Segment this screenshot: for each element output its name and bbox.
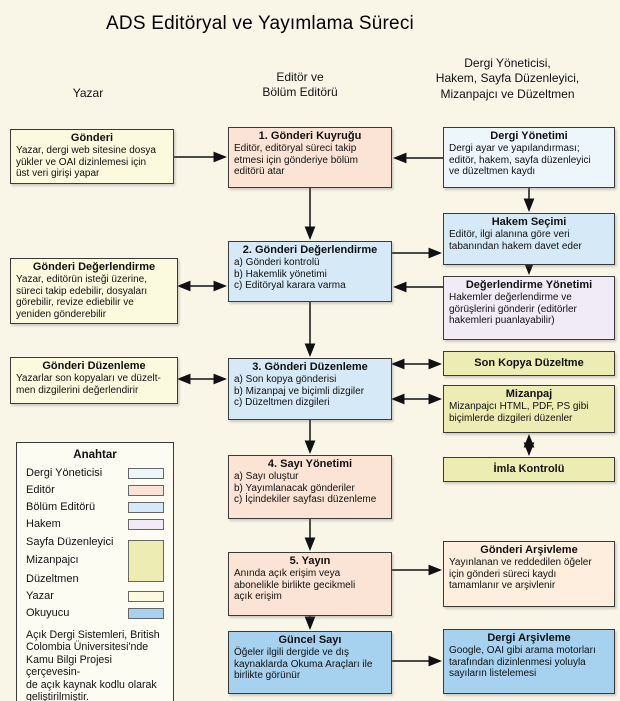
diagram-title: ADS Editöryal ve Yayımlama Süreci	[106, 13, 414, 34]
box-gonderi-title: Gönderi	[70, 132, 114, 144]
box-mizanpaj-body: Mizanpajcı HTML, PDF, PS gibi biçimlerde…	[449, 400, 589, 424]
box-dergi-yonetimi-body: Dergi ayar ve yapılandırması; editör, ha…	[449, 142, 591, 178]
box-dergi-arsivleme-body: Google, OAI gibi arama motorları tarafın…	[449, 644, 596, 680]
legend-swatch-editor	[128, 484, 164, 496]
box-yayin-title: 5. Yayın	[289, 555, 331, 567]
legend-footnote: Açık Dergi Sistemleri, British Colombia …	[26, 628, 160, 701]
box-gonderi-degerlendirme-sureci-title: 2. Gönderi Değerlendirme	[242, 244, 378, 256]
box-degerlendirme-yonetimi: Değerlendirme Yönetimi Hakemler değerlen…	[443, 276, 615, 340]
legend-swatch-bolum-editoru	[128, 502, 164, 514]
legend-title: Anahtar	[73, 449, 117, 461]
box-gonderi-body: Yazar, dergi web sitesine dosya yükler v…	[16, 144, 156, 180]
legend-swatch-yazar	[128, 590, 164, 602]
legend-row-dergi-yoneticisi: Dergi Yöneticisi	[26, 467, 164, 480]
legend-label-sayfa-duzenleyici: Sayfa Düzenleyici	[26, 535, 114, 548]
box-gonderi-arsivleme-body: Yayınlanan ve reddedilen öğeler için gön…	[449, 556, 592, 592]
box-degerlendirme-yonetimi-title: Değerlendirme Yönetimi	[465, 279, 593, 291]
box-guncel-sayi-body: Öğeler ilgili dergide ve dış kaynaklarda…	[234, 646, 373, 682]
box-sayi-yonetimi-title: 4. Sayı Yönetimi	[267, 458, 353, 470]
legend-box: Anahtar Dergi Yöneticisi Editör Bölüm Ed…	[16, 442, 174, 701]
legend-row-bolum-editoru: Bölüm Editörü	[26, 501, 164, 514]
box-gonderi: Gönderi Yazar, dergi web sitesine dosya …	[10, 129, 174, 184]
box-hakem-secimi: Hakem Seçimi Editör, ilgi alanına göre v…	[443, 213, 615, 265]
box-hakem-secimi-title: Hakem Seçimi	[491, 216, 567, 228]
box-gonderi-degerlendirme-yazar-title: Gönderi Değerlendirme	[32, 261, 156, 273]
box-yayin-body: Anında açık erişim veya abonelikle birli…	[234, 567, 356, 603]
box-gonderi-degerlendirme-yazar-body: Yazar, editörün isteği üzerine, süreci t…	[16, 273, 148, 320]
box-sayi-yonetimi: 4. Sayı Yönetimi a) Sayı oluştur b) Yayı…	[228, 455, 392, 519]
box-mizanpaj: Mizanpaj Mizanpajcı HTML, PDF, PS gibi b…	[443, 385, 615, 433]
box-yayin: 5. Yayın Anında açık erişim veya aboneli…	[228, 552, 392, 616]
box-dergi-yonetimi-title: Dergi Yönetimi	[490, 130, 568, 142]
box-degerlendirme-yonetimi-body: Hakemler değerlendirme ve görüşlerini gö…	[449, 291, 577, 327]
legend-label-okuyucu: Okuyucu	[26, 607, 70, 620]
box-gonderi-kuyrugu-body: Editör, editöryal süreci takip etmesi iç…	[234, 142, 358, 178]
box-gonderi-degerlendirme-sureci-body: a) Gönderi kontrolü b) Hakemlik yönetimi…	[234, 256, 346, 292]
legend-group-labels: Sayfa Düzenleyici Mizanpajcı Düzeltmen	[26, 536, 113, 586]
legend-row-editor: Editör	[26, 484, 164, 497]
box-dergi-yonetimi: Dergi Yönetimi Dergi ayar ve yapılandırm…	[443, 127, 615, 188]
legend-swatch-okuyucu	[128, 607, 164, 619]
box-gonderi-duzenleme-yazar-body: Yazarlar son kopyaları ve düzelt- men di…	[16, 372, 161, 396]
box-guncel-sayi-title: Güncel Sayı	[278, 634, 342, 646]
box-imla-kontrolu-title: İmla Kontrolü	[493, 462, 565, 475]
legend-label-yazar: Yazar	[26, 589, 54, 602]
legend-label-editor: Editör	[26, 484, 55, 497]
box-dergi-arsivleme-title: Dergi Arşivleme	[487, 632, 571, 644]
box-son-kopya-duzeltme: Son Kopya Düzeltme	[443, 351, 615, 376]
box-son-kopya-duzeltme-title: Son Kopya Düzeltme	[474, 356, 584, 369]
legend-swatch-dergi-yoneticisi	[128, 467, 164, 479]
legend-label-bolum-editoru: Bölüm Editörü	[26, 501, 96, 514]
box-gonderi-arsivleme-title: Gönderi Arşivleme	[480, 544, 578, 556]
column-header-dergi-yoneticisi: Dergi Yöneticisi, Hakem, Sayfa Düzenleyi…	[435, 56, 580, 101]
box-dergi-arsivleme: Dergi Arşivleme Google, OAI gibi arama m…	[443, 629, 615, 694]
box-mizanpaj-title: Mizanpaj	[505, 388, 553, 400]
legend-row-okuyucu: Okuyucu	[26, 607, 164, 620]
box-hakem-secimi-body: Editör, ilgi alanına göre veri tabanında…	[449, 228, 582, 252]
box-gonderi-kuyrugu: 1. Gönderi Kuyruğu Editör, editöryal sür…	[228, 127, 392, 188]
legend-label-mizanpajci: Mizanpajcı	[26, 554, 79, 567]
column-header-editor: Editör ve Bölüm Editörü	[262, 70, 338, 100]
box-gonderi-duzenleme-yazar-title: Gönderi Düzenleme	[42, 360, 146, 372]
legend-label-duzeltmen: Düzeltmen	[26, 572, 79, 585]
legend-row-hakem: Hakem	[26, 518, 164, 531]
box-gonderi-duzenleme-sureci: 3. Gönderi Düzenleme a) Son kopya gönder…	[228, 358, 392, 420]
legend-row-dizgi-grubu: Sayfa Düzenleyici Mizanpajcı Düzeltmen	[26, 536, 164, 586]
column-header-yazar: Yazar	[72, 86, 104, 100]
box-gonderi-duzenleme-sureci-body: a) Son kopya gönderisi b) Mizanpaj ve bi…	[234, 373, 365, 409]
box-guncel-sayi: Güncel Sayı Öğeler ilgili dergide ve dış…	[228, 631, 392, 694]
legend-label-hakem: Hakem	[26, 518, 61, 531]
legend-swatch-hakem	[128, 519, 164, 531]
box-gonderi-degerlendirme-yazar: Gönderi Değerlendirme Yazar, editörün is…	[10, 258, 178, 325]
box-gonderi-kuyrugu-title: 1. Gönderi Kuyruğu	[258, 130, 362, 142]
box-gonderi-degerlendirme-sureci: 2. Gönderi Değerlendirme a) Gönderi kont…	[228, 241, 392, 302]
box-imla-kontrolu: İmla Kontrolü	[443, 457, 615, 482]
box-sayi-yonetimi-body: a) Sayı oluştur b) Yayımlanacak gönderil…	[234, 470, 377, 506]
legend-label-dergi-yoneticisi: Dergi Yöneticisi	[26, 467, 103, 479]
legend-row-yazar: Yazar	[26, 590, 164, 603]
box-gonderi-duzenleme-yazar: Gönderi Düzenleme Yazarlar son kopyaları…	[10, 357, 178, 404]
box-gonderi-arsivleme: Gönderi Arşivleme Yayınlanan ve reddedil…	[443, 541, 615, 607]
legend-swatch-dizgi-grubu	[128, 539, 164, 582]
box-gonderi-duzenleme-sureci-title: 3. Gönderi Düzenleme	[252, 361, 368, 373]
